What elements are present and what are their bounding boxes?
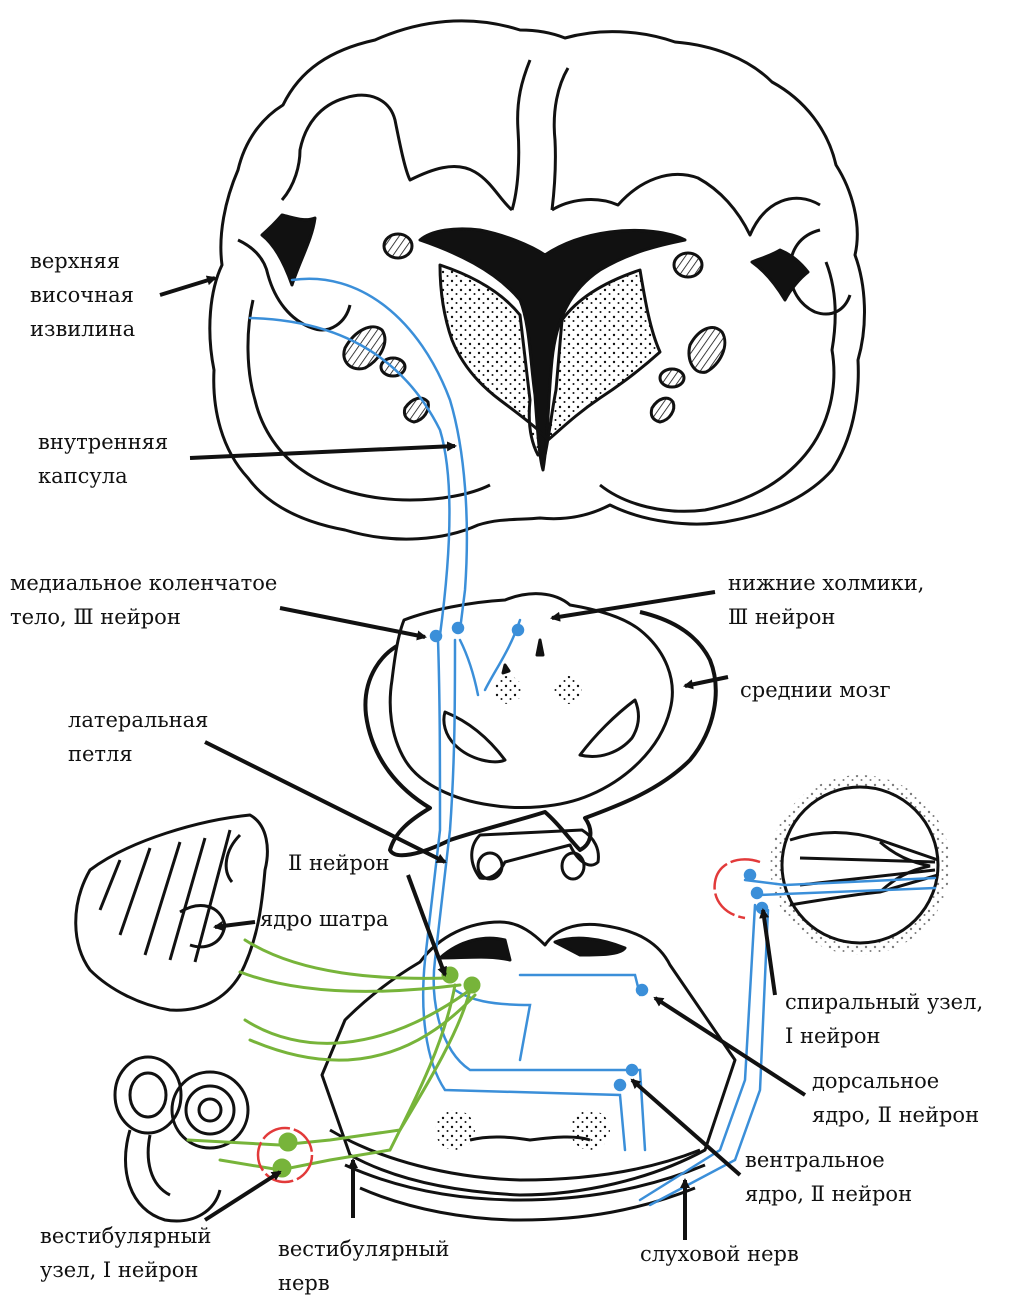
label-spiral-ganglion: спиральный узел, Ⅰ нейрон <box>785 985 983 1053</box>
label-inferior-colliculi: нижние холмики, Ⅲ нейрон <box>728 566 924 634</box>
label-vestibular-ganglion: вестибулярный узел, Ⅰ нейрон <box>40 1219 211 1287</box>
label-vestibular-nerve: вестибулярный нерв <box>278 1232 449 1295</box>
label-midbrain: среднии мозг <box>740 673 891 707</box>
label-superior-temporal-gyrus: верхняя височная извилина <box>30 244 135 346</box>
label-fastigial-nucleus: ядро шатра <box>260 902 389 936</box>
label-dorsal-nucleus: дорсальное ядро, Ⅱ нейрон <box>812 1064 979 1132</box>
label-medial-geniculate: медиальное коленчатое тело, Ⅲ нейрон <box>10 566 277 634</box>
cochlea-section <box>770 775 950 955</box>
cerebellum-fragment <box>76 815 268 1010</box>
label-ventral-nucleus: вентральное ядро, Ⅱ нейрон <box>745 1143 912 1211</box>
inner-ear-labyrinth <box>115 1057 248 1221</box>
label-auditory-nerve: слуховой нерв <box>640 1237 799 1271</box>
label-second-neuron: Ⅱ нейрон <box>288 846 389 880</box>
label-internal-capsule: внутренняя капсула <box>38 425 168 493</box>
brain-section <box>210 21 865 539</box>
label-lateral-lemniscus: латеральная петля <box>68 703 208 771</box>
